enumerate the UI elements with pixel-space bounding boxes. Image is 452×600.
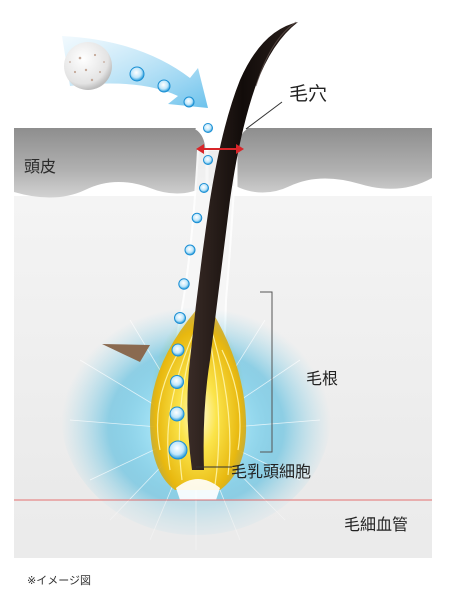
pore-leader-line xyxy=(245,101,283,130)
arrow-dots xyxy=(129,66,195,108)
capillary-label: 毛細血管 xyxy=(344,515,409,534)
hair-shaft xyxy=(187,22,298,470)
hair-root-bracket xyxy=(260,291,273,453)
ingredient-ball xyxy=(64,42,112,90)
image-note: ※イメージ図 xyxy=(27,574,91,587)
lower-dermis xyxy=(14,501,432,558)
scalp-label: 頭皮 xyxy=(24,157,57,176)
sebaceous-gland xyxy=(102,344,150,362)
follicle-dots xyxy=(168,123,213,460)
dermal-papilla-label: 毛乳頭細胞 xyxy=(231,462,312,481)
papilla-base xyxy=(176,479,220,500)
pore-label: 毛穴 xyxy=(289,83,328,105)
ball-speckles xyxy=(69,53,105,82)
pore-width-arrow xyxy=(196,144,244,154)
hair-highlight xyxy=(255,21,297,87)
hair-root-label: 毛根 xyxy=(306,369,339,388)
